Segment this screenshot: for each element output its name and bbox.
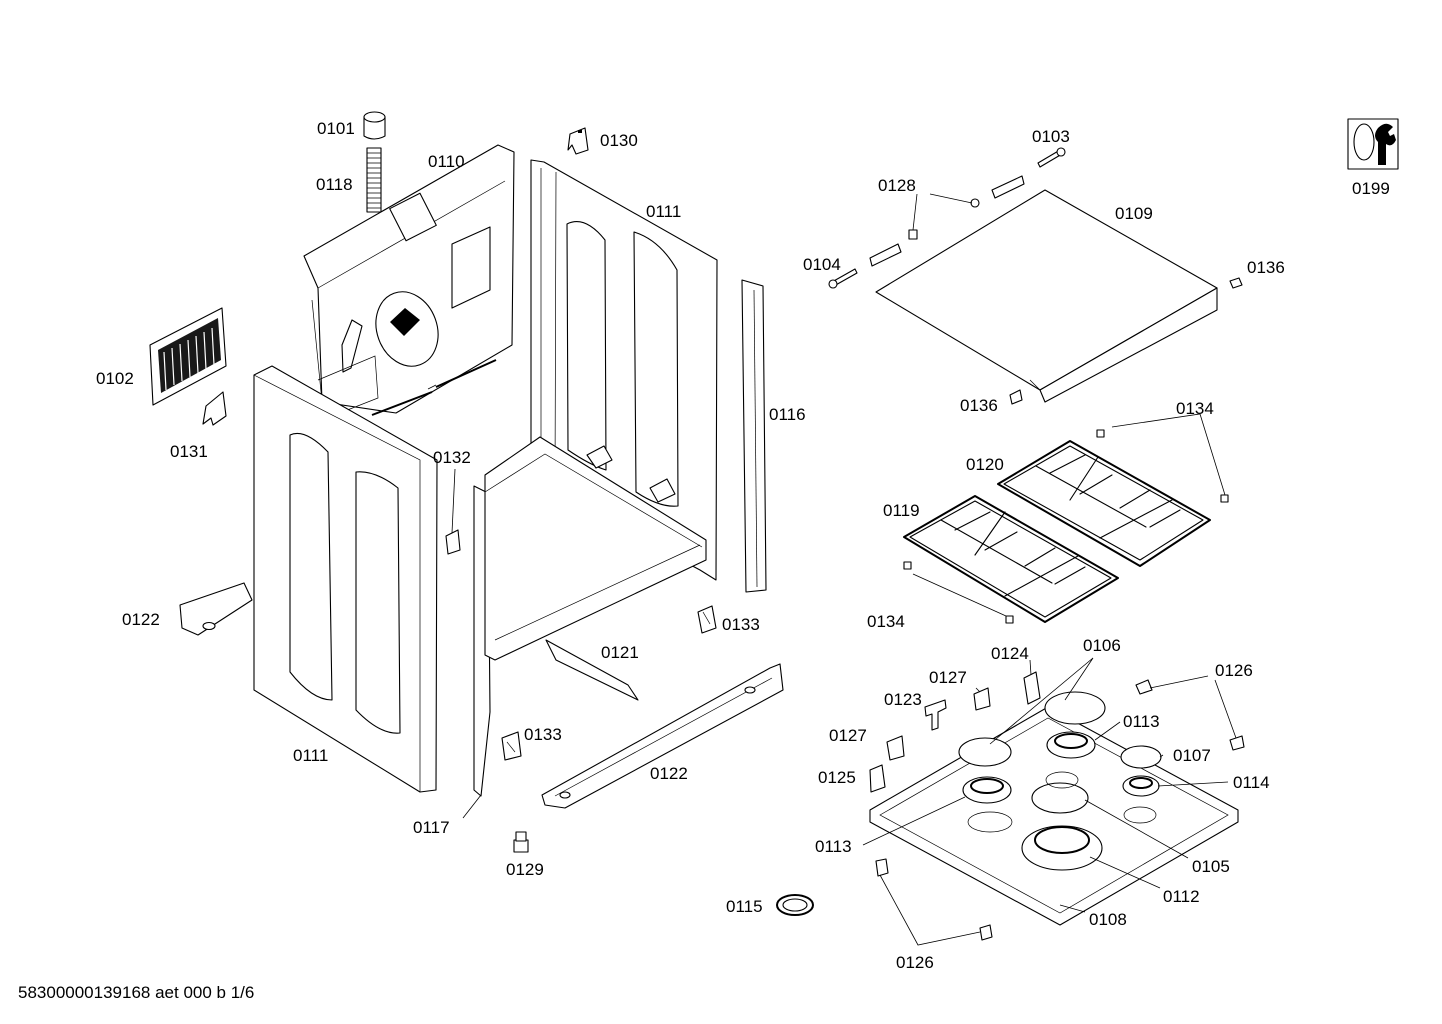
document-id: 58300000139168 aet 000 b 1/6 [18, 983, 254, 1002]
label-part-0126: 0126 [896, 953, 934, 972]
label-part-0131: 0131 [170, 442, 208, 461]
label-part-0121: 0121 [601, 643, 639, 662]
bottom-tray-part-drawing [484, 436, 707, 701]
rear-panel-part-drawing [303, 144, 515, 421]
burner-caps-part-drawing [958, 691, 1162, 814]
small-bracket-part-drawing [567, 127, 589, 155]
label-part-0199: 0199 [1352, 179, 1390, 198]
label-part-0110: 0110 [428, 152, 465, 171]
label-part-0122: 0122 [650, 764, 688, 783]
label-part-0120: 0120 [966, 455, 1004, 474]
burner-heads-part-drawing [962, 731, 1160, 871]
label-part-0130: 0130 [600, 131, 638, 150]
cap-part-drawing [363, 111, 386, 140]
wok-ring-part-drawing [776, 894, 814, 916]
bottom-rail-part-drawing [541, 663, 784, 809]
clip-right-part-drawing [697, 605, 717, 634]
part-labels: 0101 0118 0110 0130 0111 0102 0131 0132 … [96, 119, 1390, 972]
nozzle-part-drawing [513, 831, 529, 853]
label-part-0119: 0119 [883, 501, 920, 520]
label-part-0134: 0134 [1176, 399, 1214, 418]
label-part-0134: 0134 [867, 612, 905, 631]
pan-support-left-part-drawing [903, 495, 1119, 623]
screw-part-drawing [1037, 147, 1066, 168]
knob-parts-drawing [869, 671, 1245, 941]
label-part-0115: 0115 [726, 897, 763, 916]
label-part-0103: 0103 [1032, 127, 1070, 146]
label-part-0113: 0113 [1123, 712, 1160, 731]
hinge-part-drawing [869, 175, 1025, 267]
label-part-0127: 0127 [829, 726, 867, 745]
label-part-0122: 0122 [122, 610, 160, 629]
pan-support-right-part-drawing [997, 440, 1211, 567]
label-part-0129: 0129 [506, 860, 544, 879]
label-part-0108: 0108 [1089, 910, 1127, 929]
label-part-0111: 0111 [646, 202, 681, 221]
label-part-0104: 0104 [803, 255, 841, 274]
lid-part-drawing [875, 189, 1218, 403]
label-part-0118: 0118 [316, 175, 353, 194]
clip-part-drawing [445, 529, 461, 555]
label-part-0111: 0111 [293, 746, 328, 765]
flex-pipe-part-drawing [366, 147, 382, 213]
label-part-0128: 0128 [878, 176, 916, 195]
leader-lines [451, 193, 1237, 946]
label-part-0123: 0123 [884, 690, 922, 709]
pad-squares-part-drawing [1009, 277, 1243, 405]
screw-left-part-drawing [828, 268, 858, 289]
label-part-0136: 0136 [1247, 258, 1285, 277]
side-panel-front-part-drawing [253, 365, 438, 793]
label-part-0116: 0116 [769, 405, 806, 424]
clip-left-part-drawing [501, 731, 522, 761]
label-part-0101: 0101 [317, 119, 355, 138]
vertical-strip-part-drawing [741, 279, 767, 593]
label-part-0127: 0127 [929, 668, 967, 687]
label-part-0112: 0112 [1163, 887, 1200, 906]
label-part-0125: 0125 [818, 768, 856, 787]
service-tool-icon [1347, 118, 1399, 170]
label-part-0126: 0126 [1215, 661, 1253, 680]
label-part-0136: 0136 [960, 396, 998, 415]
left-rail-part-drawing [179, 582, 253, 636]
small-plate-part-drawing [202, 391, 227, 426]
label-part-0102: 0102 [96, 369, 134, 388]
label-part-0132: 0132 [433, 448, 471, 467]
label-part-0107: 0107 [1173, 746, 1211, 765]
label-part-0106: 0106 [1083, 636, 1121, 655]
label-part-0133: 0133 [524, 725, 562, 744]
label-part-0105: 0105 [1192, 857, 1230, 876]
vent-grille-part-drawing [149, 307, 227, 406]
label-part-0113: 0113 [815, 837, 852, 856]
label-part-0133: 0133 [722, 615, 760, 634]
label-part-0109: 0109 [1115, 204, 1153, 223]
label-part-0117: 0117 [413, 818, 450, 837]
label-part-0114: 0114 [1233, 773, 1270, 792]
label-part-0124: 0124 [991, 644, 1029, 663]
rubber-foot-part-drawing [903, 429, 1229, 624]
